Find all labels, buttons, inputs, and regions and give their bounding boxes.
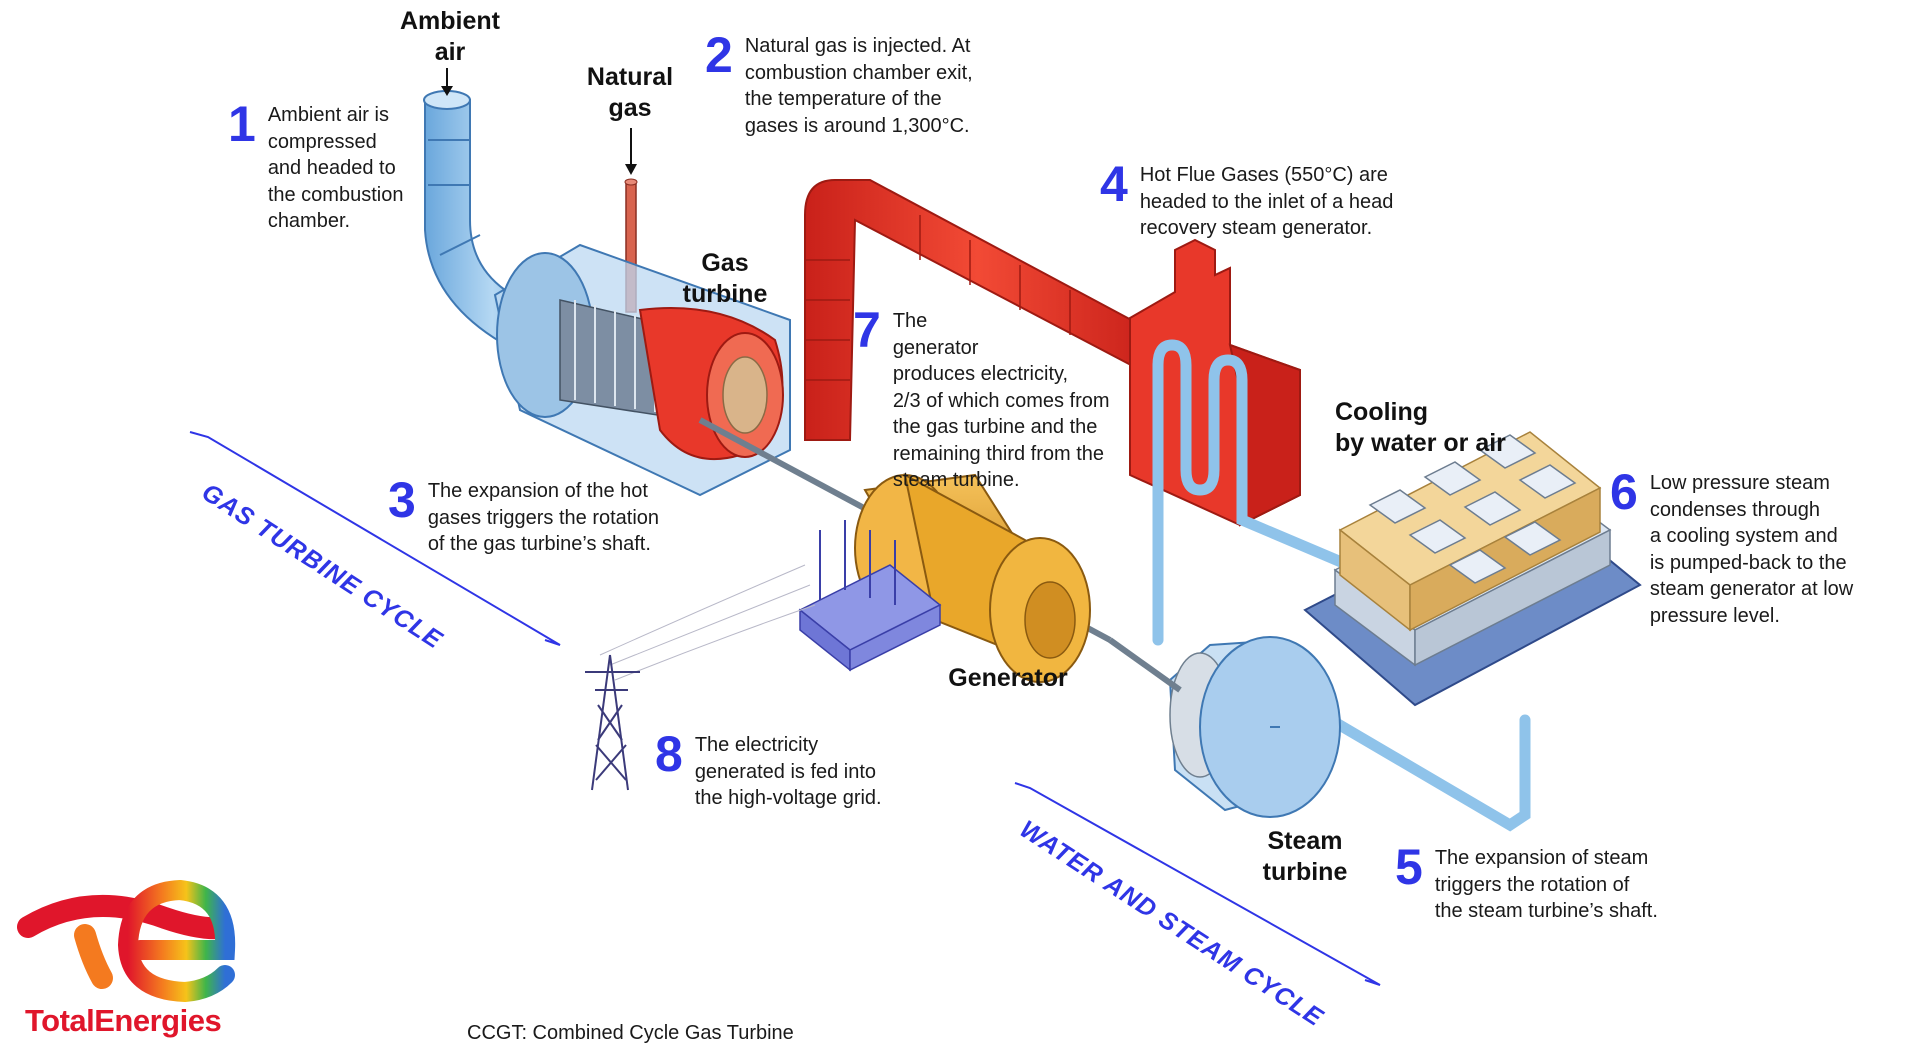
- step-text: Hot Flue Gases (550°C) are headed to the…: [1139, 164, 1394, 239]
- step-text: Low pressure steam condenses through a c…: [1649, 472, 1854, 627]
- gas-arrow-icon: [625, 128, 637, 175]
- step-number: 6: [1610, 464, 1638, 520]
- totalenergies-logo-icon: [17, 879, 236, 1003]
- step-text: The electricity generated is fed into th…: [694, 734, 882, 809]
- steam-coil: [1152, 339, 1248, 646]
- steam-turbine-label: Steam turbine: [1262, 827, 1348, 886]
- generator-label: Generator: [948, 664, 1068, 692]
- flue-gas-duct: [804, 179, 1151, 441]
- step-text: Ambient air is compressed and headed to …: [267, 104, 404, 232]
- air-arrow-icon: [441, 68, 453, 96]
- step-number: 4: [1100, 156, 1128, 212]
- step-7: 7 The generator produces electricity, 2/…: [853, 302, 1110, 494]
- generator: [854, 473, 1091, 683]
- step-3: 3 The expansion of the hot gases trigger…: [388, 472, 660, 558]
- high-voltage-pylon-icon: [585, 654, 640, 791]
- step-2: 2 Natural gas is injected. At combustion…: [705, 27, 973, 139]
- step-8: 8 The electricity generated is fed into …: [655, 726, 882, 812]
- cooling-label: Cooling by water or air: [1335, 398, 1506, 457]
- step-6: 6 Low pressure steam condenses through a…: [1610, 464, 1854, 629]
- step-text: The expansion of the hot gases triggers …: [427, 480, 660, 555]
- natural-gas-label: Natural gas: [586, 63, 674, 122]
- step-number: 5: [1395, 839, 1423, 895]
- step-number: 1: [228, 96, 256, 152]
- steam-turbine: [1108, 636, 1341, 818]
- power-lines: [599, 564, 816, 681]
- step-number: 2: [705, 27, 733, 83]
- gas-turbine-assembly: [493, 243, 1112, 643]
- water-cycle-bracket: [1014, 782, 1381, 986]
- step-number: 8: [655, 726, 683, 782]
- step-number: 3: [388, 472, 416, 528]
- step-5: 5 The expansion of steam triggers the ro…: [1395, 839, 1658, 925]
- step-text: The generator produces electricity, 2/3 …: [892, 310, 1110, 491]
- ambient-air-label: Ambient air: [400, 7, 500, 66]
- gas-turbine-label: Gas turbine: [682, 249, 768, 308]
- cooling-pipes: [1236, 494, 1531, 832]
- gas-cycle-bracket: [189, 431, 561, 646]
- step-number: 7: [853, 302, 881, 358]
- step-1: 1 Ambient air is compressed and headed t…: [228, 96, 404, 235]
- transformer: [798, 520, 942, 672]
- step-text: The expansion of steam triggers the rota…: [1434, 847, 1658, 922]
- step-4: 4 Hot Flue Gases (550°C) are headed to t…: [1100, 156, 1394, 242]
- cooling-unit: [1303, 431, 1642, 707]
- caption: CCGT: Combined Cycle Gas Turbine: [467, 1022, 794, 1044]
- brand-name: TotalEnergies: [25, 1003, 222, 1038]
- step-text: Natural gas is injected. At combustion c…: [744, 35, 973, 137]
